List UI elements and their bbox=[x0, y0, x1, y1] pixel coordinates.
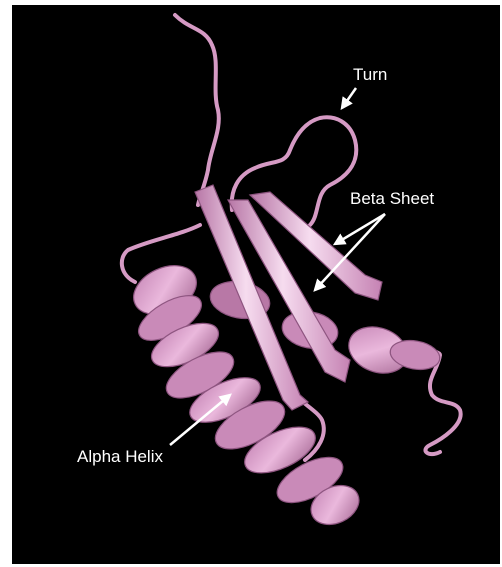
turn-label: Turn bbox=[353, 66, 387, 83]
alpha-helix-label: Alpha Helix bbox=[77, 448, 163, 465]
turn-arrow bbox=[342, 88, 356, 108]
n-terminal-coil bbox=[175, 15, 219, 205]
beta-sheet-label: Beta Sheet bbox=[350, 190, 434, 207]
